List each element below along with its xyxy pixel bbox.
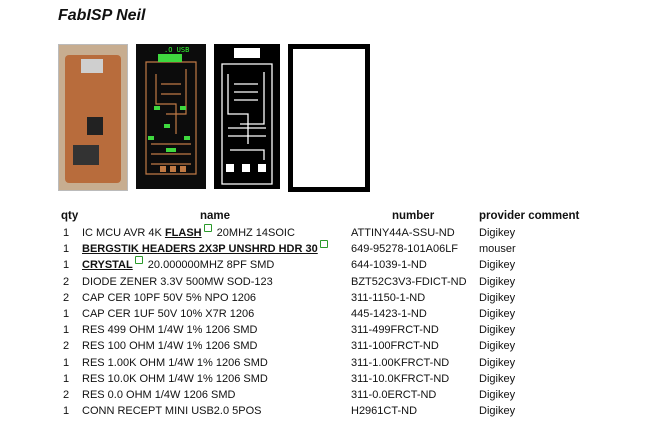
product-link[interactable]: FLASH: [164, 227, 202, 239]
board-photo-usb-connector: [81, 59, 103, 73]
name-text: CAP CER 1UF 50V 10% X7R 1206: [82, 308, 255, 320]
name-text: RES 499 OHM 1/4W 1% 1206 SMD: [82, 324, 258, 337]
part-number-cell: 311-0.0ERCT-ND: [351, 389, 437, 401]
column-header-name: name: [200, 210, 231, 222]
name-cell: RES 10.0K OHM 1/4W 1% 1206 SMD: [82, 373, 268, 385]
qty-cell: 1: [63, 324, 70, 337]
qty-cell: 1: [63, 308, 70, 320]
name-cell: CAP CER 10PF 50V 5% NPO 1206: [82, 292, 256, 304]
name-text: RES 10.0K OHM 1/4W 1% 1206 SMD: [82, 372, 268, 385]
board-layout-image[interactable]: .O USB: [136, 44, 206, 189]
board-photo-image[interactable]: [58, 44, 128, 191]
table-row: 1 RES 10.0K OHM 1/4W 1% 1206 SMD 311-10.0K…: [0, 373, 663, 389]
table-row: 1 RES 1.00K OHM 1/4W 1% 1206 SMD 311-1.00K…: [0, 357, 663, 373]
provider-cell: mouser: [479, 243, 516, 256]
external-link-icon[interactable]: [203, 224, 212, 232]
column-header-provider: provider comment: [479, 210, 580, 222]
qty-cell: 1: [63, 259, 70, 272]
qty-cell: 1: [63, 356, 70, 369]
provider-cell: Digikey: [479, 340, 516, 353]
part-number-cell: ATTINY44A-SSU-ND: [351, 227, 455, 239]
table-row: 1 CONN RECEPT MINI USB2.0 5POS H2961CT-ND D…: [0, 405, 663, 421]
part-number-cell: 311-10.0KFRCT-ND: [351, 372, 450, 385]
provider-cell: Digikey: [479, 324, 516, 337]
table-row: 2 DIODE ZENER 3.3V 500MW SOD-123 BZT52C3V3…: [0, 276, 663, 292]
table-row: 1 CAP CER 1UF 50V 10% X7R 1206 445-1423-1-…: [0, 308, 663, 324]
qty-cell: 1: [63, 243, 70, 256]
name-cell: RES 499 OHM 1/4W 1% 1206 SMD: [82, 324, 257, 336]
part-number-cell: H2961CT-ND: [351, 405, 418, 418]
provider-cell: Digikey: [479, 275, 516, 288]
table-row: 2 RES 100 OHM 1/4W 1% 1206 SMD 311-100FRCT…: [0, 340, 663, 356]
board-traces-image[interactable]: [214, 44, 280, 189]
name-cell: RES 1.00K OHM 1/4W 1% 1206 SMD: [82, 357, 268, 369]
qty-cell: 2: [63, 340, 70, 353]
provider-cell: Digikey: [479, 308, 516, 320]
board-traces-drawing: [221, 48, 273, 185]
product-link[interactable]: BERGSTIK HEADERS 2X3P UNSHRD HDR 30: [82, 243, 318, 256]
provider-cell: Digikey: [479, 259, 516, 272]
name-cell: DIODE ZENER 3.3V 500MW SOD-123: [82, 276, 273, 288]
provider-cell: Digikey: [479, 227, 516, 239]
qty-cell: 1: [63, 227, 70, 239]
name-text: CAP CER 10PF 50V 5% NPO 1206: [82, 291, 257, 304]
part-number-cell: 644-1039-1-ND: [351, 259, 427, 272]
part-number-cell: BZT52C3V3-FDICT-ND: [351, 275, 467, 288]
qty-cell: 2: [63, 389, 70, 401]
external-link-icon[interactable]: [319, 240, 328, 249]
name-cell: BERGSTIK HEADERS 2X3P UNSHRD HDR 30: [82, 240, 330, 256]
qty-cell: 2: [63, 291, 70, 304]
table-row: 2 RES 0.0 OHM 1/4W 1206 SMD 311-0.0ERCT-ND…: [0, 389, 663, 405]
board-photo-header: [73, 145, 99, 165]
name-cell: RES 0.0 OHM 1/4W 1206 SMD: [82, 389, 235, 401]
name-text: CONN RECEPT MINI USB2.0 5POS: [82, 405, 262, 418]
table-row: 1 RES 499 OHM 1/4W 1% 1206 SMD 311-499FRCT…: [0, 324, 663, 340]
page-title: FabISP Neil: [58, 7, 146, 24]
table-row: 2 CAP CER 10PF 50V 5% NPO 1206 311-1150-1-…: [0, 292, 663, 308]
name-cell: CONN RECEPT MINI USB2.0 5POS: [82, 405, 262, 417]
part-number-cell: 649-95278-101A06LF: [351, 243, 459, 256]
name-cell: CRYSTAL 20.000000MHZ 8PF SMD: [82, 256, 275, 272]
name-cell: IC MCU AVR 4K FLASH 20MHZ 14SOIC: [82, 224, 295, 239]
name-text: DIODE ZENER 3.3V 500MW SOD-123: [82, 275, 273, 288]
qty-cell: 2: [63, 275, 70, 288]
provider-cell: Digikey: [479, 389, 516, 401]
table-row: 1 BERGSTIK HEADERS 2X3P UNSHRD HDR 30 649-…: [0, 240, 663, 259]
name-cell: CAP CER 1UF 50V 10% X7R 1206: [82, 308, 254, 320]
name-text: RES 0.0 OHM 1/4W 1206 SMD: [82, 389, 236, 401]
provider-cell: Digikey: [479, 372, 516, 385]
board-outline-image[interactable]: [288, 44, 370, 192]
table-row: 1 CRYSTAL 20.000000MHZ 8PF SMD 644-1039-1-…: [0, 256, 663, 275]
name-text-suffix: 20.000000MHZ 8PF SMD: [144, 259, 275, 272]
board-outline-cutout: [293, 49, 365, 187]
column-header-number: number: [392, 210, 435, 222]
name-text: RES 1.00K OHM 1/4W 1% 1206 SMD: [82, 356, 268, 369]
part-number-cell: 311-1.00KFRCT-ND: [351, 356, 450, 369]
product-link[interactable]: CRYSTAL: [82, 259, 133, 272]
provider-cell: Digikey: [479, 291, 516, 304]
part-number-cell: 445-1423-1-ND: [351, 308, 427, 320]
board-photo-chip: [87, 117, 103, 135]
provider-cell: Digikey: [479, 356, 516, 369]
table-row: 1 IC MCU AVR 4K FLASH 20MHZ 14SOIC ATTINY4…: [0, 224, 663, 243]
name-text: IC MCU AVR 4K: [82, 227, 165, 239]
provider-cell: Digikey: [479, 405, 516, 418]
part-number-cell: 311-499FRCT-ND: [351, 324, 439, 337]
name-text-suffix: 20MHZ 14SOIC: [213, 227, 295, 239]
name-text: RES 100 OHM 1/4W 1% 1206 SMD: [82, 340, 258, 353]
board-layout-label: .O USB: [164, 46, 190, 54]
external-link-icon[interactable]: [134, 256, 143, 265]
part-number-cell: 311-100FRCT-ND: [351, 340, 439, 353]
qty-cell: 1: [63, 372, 70, 385]
qty-cell: 1: [63, 405, 70, 418]
column-header-qty: qty: [61, 210, 79, 222]
part-number-cell: 311-1150-1-ND: [351, 291, 426, 304]
board-layout-drawing: [145, 54, 197, 175]
name-cell: RES 100 OHM 1/4W 1% 1206 SMD: [82, 340, 257, 352]
